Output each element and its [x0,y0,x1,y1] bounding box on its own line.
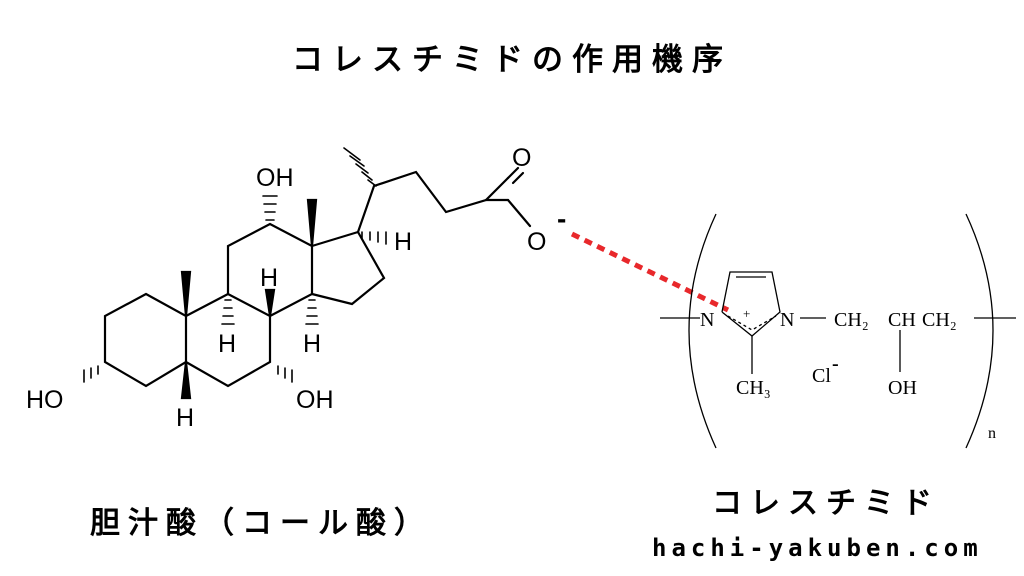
label-ch: CH [888,309,916,331]
label-n1: N [700,309,714,331]
label-h-c9: H [218,330,236,358]
bracket-left [688,213,717,449]
oh-c7-hash [277,365,293,383]
diagram-title: コレスチミドの作用機序 [292,42,732,78]
label-ch2-a: CH₂ [834,309,869,331]
label-carbonyl-o: O [512,144,531,172]
ho-c3-hash [83,365,99,383]
ionic-interaction-line [570,231,730,313]
ring-c [226,222,314,318]
label-h-c17: H [394,228,412,256]
cholic-acid-structure [83,147,532,400]
carboxylate-bond [506,198,532,228]
label-n3: N [780,309,794,331]
label-cl: Cl [812,365,831,387]
label-h-c8: H [260,264,278,292]
side-chain [356,170,510,234]
colestimide-caption: コレスチミド [712,486,940,521]
label-cl-charge: - [832,353,839,375]
label-h-c14: H [303,330,321,358]
colestimide-structure [660,213,1016,449]
carbonyl-bond-2 [511,171,525,185]
label-carboxylate-o: O [527,228,546,256]
ring-d [310,230,386,306]
label-oh: OH [888,377,917,399]
h-c17-hash [361,231,387,245]
methyl-c10 [180,270,192,317]
label-n-subscript: n [988,425,996,442]
label-oh-c12: OH [256,164,294,192]
label-ch2-b: CH₂ [922,309,957,331]
h-c5-wedge [180,361,192,400]
label-ho-c3: HO [26,386,64,414]
bracket-right [965,213,994,449]
imidazolium-ring [721,271,781,337]
label-carboxylate-minus: - [557,203,566,234]
methyl-c13 [306,198,318,247]
methyl-c20-hash [343,147,377,187]
ring-b [184,292,272,388]
oh-c12-hash [262,195,278,221]
label-plus: + [743,306,750,321]
carbonyl-bond-1 [506,166,520,180]
label-h-c5: H [176,404,194,432]
h-c9-hash [221,299,235,325]
label-oh-c7: OH [296,386,334,414]
h-c14-hash [305,299,319,325]
label-ch3: CH₃ [736,377,771,399]
ring-a [103,292,188,388]
h-c8-wedge [264,288,276,317]
bile-acid-caption: 胆汁酸（コール酸） [90,506,432,541]
website-url: hachi-yakuben.com [652,534,983,562]
